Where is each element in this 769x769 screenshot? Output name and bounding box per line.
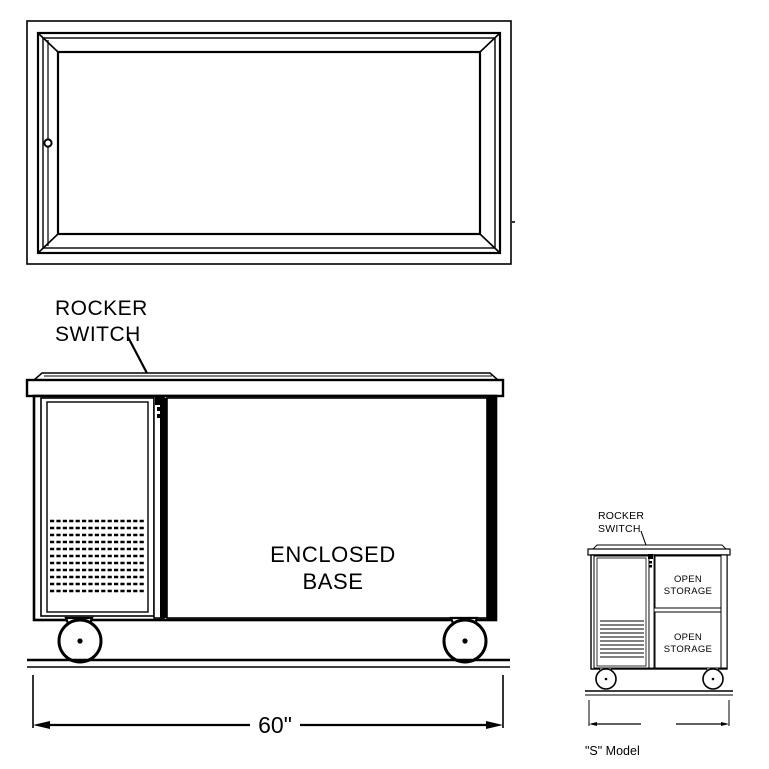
caster-right-axle	[462, 638, 468, 644]
s-model-ventilation-grille	[600, 620, 644, 658]
s-model-caster-right	[702, 667, 724, 690]
caster-right	[442, 616, 488, 664]
top-view	[26, 20, 515, 265]
s-model-open-storage-lower	[654, 611, 722, 669]
caster-left	[57, 616, 103, 664]
dimension-arrowhead-right	[486, 721, 503, 729]
s-model-view: ROCKER SWITCH	[585, 510, 733, 758]
s-model-caster-right-axle	[711, 677, 715, 681]
s-model-open-storage-upper-label-line1: OPEN	[674, 574, 702, 585]
s-model-left-compartment-inner-panel	[596, 557, 647, 667]
dimension-arrowhead-left	[33, 721, 50, 729]
top-view-panel-opening	[56, 50, 482, 236]
s-model-rocker-switch-component[interactable]	[648, 554, 653, 568]
right-post-shadow	[487, 396, 496, 620]
s-model-open-storage-lower-label-line1: OPEN	[674, 632, 702, 643]
s-model-right-post	[720, 554, 728, 669]
caster-left-axle	[77, 638, 83, 644]
rocker-switch-label-line2: SWITCH	[55, 323, 141, 346]
s-model-rocker-switch-detail-a	[649, 561, 652, 564]
s-model-open-storage-lower-label-line2: STORAGE	[664, 644, 712, 655]
top-view-frame-outer-edge	[36, 31, 502, 255]
ventilation-grille	[50, 519, 145, 593]
enclosed-base-label-line1: ENCLOSED	[270, 542, 396, 567]
countertop-slab	[25, 378, 505, 398]
rocker-switch-detail-a	[157, 407, 162, 411]
s-model-countertop-slab	[587, 548, 731, 556]
s-model-dimension-arrowhead-left	[589, 722, 597, 726]
rocker-switch-detail-b	[157, 414, 162, 418]
s-model-rocker-switch-detail-b	[649, 565, 652, 568]
dimension-value-width: 60"	[258, 712, 292, 738]
s-model-open-storage-upper-label-line2: STORAGE	[664, 586, 712, 597]
top-view-mitre-top-right	[479, 32, 501, 53]
width-dimension: 60"	[32, 675, 504, 738]
front-view: ENCLOSED BASE	[25, 372, 510, 668]
enclosed-base-compartment	[166, 397, 488, 619]
s-model-caption: "S" Model	[585, 744, 640, 758]
top-view-mitre-bottom-right	[479, 233, 501, 254]
rocker-switch-label-line1: ROCKER	[55, 297, 148, 320]
top-view-outer-frame	[26, 20, 512, 265]
center-mullion-shadow	[160, 398, 167, 618]
rocker-switch-body[interactable]	[155, 396, 164, 405]
s-model-open-storage-upper	[654, 555, 722, 609]
top-view-pivot-pin	[43, 138, 53, 148]
s-model-caster-left	[595, 667, 617, 690]
s-model-rocker-switch-label-line1: ROCKER	[598, 510, 644, 522]
enclosed-base-label-line2: BASE	[302, 569, 363, 594]
s-model-center-mullion	[648, 554, 655, 669]
s-model-rocker-switch-label-line2: SWITCH	[598, 523, 641, 535]
s-model-rocker-switch-body[interactable]	[648, 554, 653, 559]
rocker-switch-component[interactable]	[155, 396, 164, 418]
s-model-caster-left-axle	[604, 677, 608, 681]
top-view-frame-mid-edge	[42, 37, 496, 249]
s-model-dimension-arrowhead-right	[721, 722, 729, 726]
left-compartment-door-inner-panel	[46, 401, 149, 613]
